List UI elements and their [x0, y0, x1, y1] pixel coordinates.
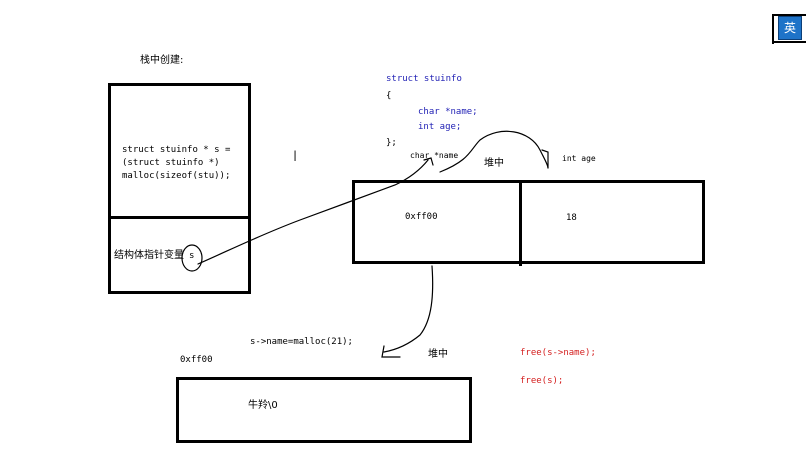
heap-string-box — [176, 377, 472, 443]
name-pointer-arrow — [383, 265, 434, 353]
age-field-bracket — [541, 149, 549, 169]
stack-code-line-1: struct stuinfo * s = — [122, 145, 231, 155]
heap-field-age-label: int age — [562, 154, 596, 163]
ime-bracket-bottom — [772, 41, 806, 43]
struct-def-line-2: { — [386, 91, 392, 101]
heap-label-1: 堆中 — [484, 158, 504, 169]
stack-pointer-s: s — [189, 251, 195, 261]
stack-code-line-3: malloc(sizeof(stu)); — [122, 171, 231, 181]
heap-struct-divider — [519, 180, 522, 266]
name-address-label: 0xff00 — [180, 355, 213, 365]
heap-label-2: 堆中 — [428, 349, 448, 360]
stack-pointer-label: 结构体指针变量 — [114, 250, 184, 261]
free-struct-call: free(s); — [520, 376, 564, 386]
heap-struct-box — [352, 180, 705, 264]
struct-def-line-4: int age; — [418, 122, 462, 132]
struct-def-line-3: char *name; — [418, 107, 478, 117]
heap-string-value: 牛羚\0 — [248, 400, 278, 411]
heap-cell-name-value: 0xff00 — [405, 212, 438, 222]
free-name-call: free(s->name); — [520, 348, 596, 358]
text-cursor-icon: I — [293, 149, 298, 165]
malloc-statement: s->name=malloc(21); — [250, 337, 353, 347]
ime-language-indicator[interactable]: 英 — [778, 16, 802, 40]
struct-def-line-1: struct stuinfo — [386, 74, 462, 84]
ime-bracket-left — [772, 14, 774, 44]
stack-title: 栈中创建: — [140, 55, 184, 66]
ime-bracket-top — [772, 14, 806, 16]
heap-cell-age-value: 18 — [566, 213, 577, 223]
stack-code-line-2: (struct stuinfo *) — [122, 158, 220, 168]
struct-def-line-5: }; — [386, 138, 397, 148]
name-pointer-arrowhead — [381, 345, 401, 358]
heap-field-name-label: char *name — [410, 151, 459, 160]
